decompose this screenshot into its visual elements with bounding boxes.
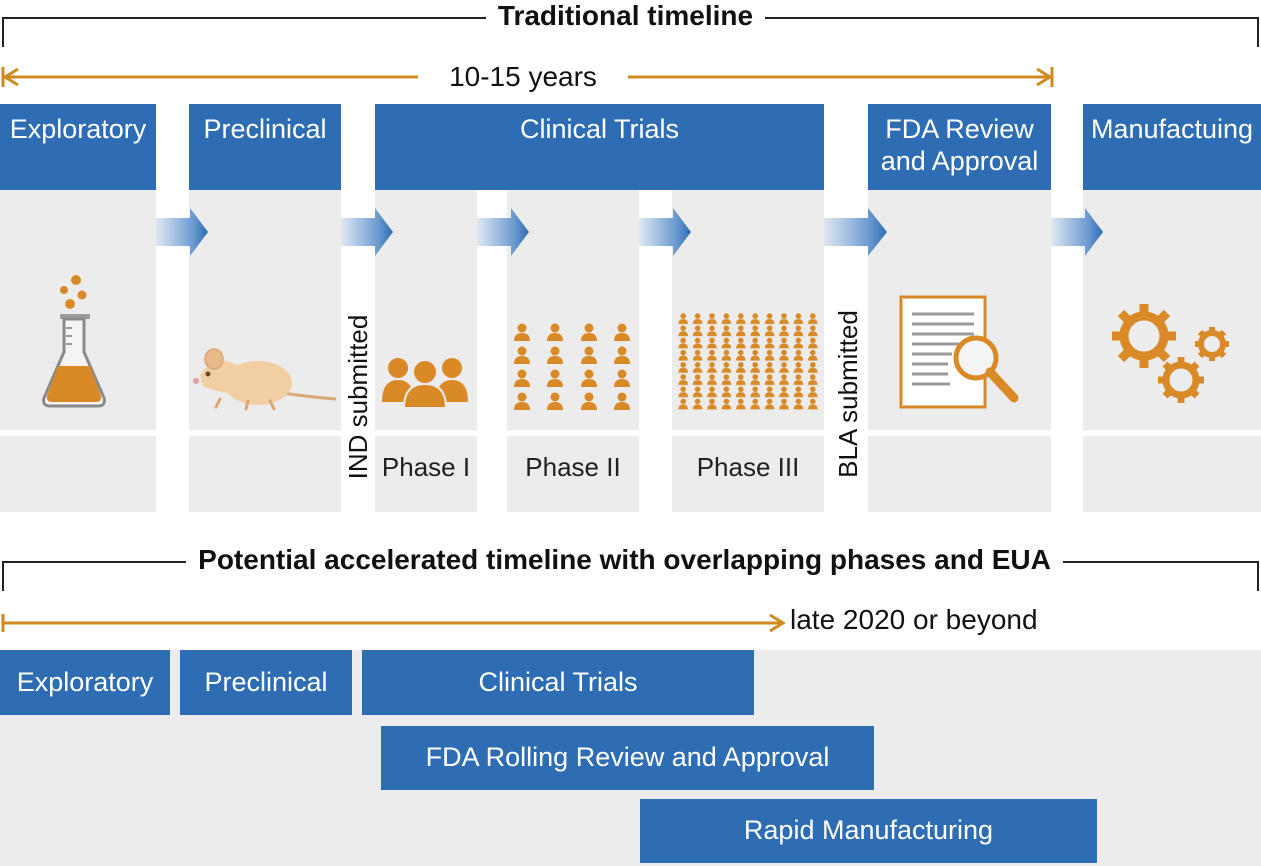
- stage-manufacturing: Manufactuing: [1083, 104, 1261, 190]
- flow-arrow-6: [1051, 208, 1103, 256]
- acc-stage-clinical-trials: Clinical Trials: [362, 650, 754, 715]
- acc-stage-fda-rolling: FDA Rolling Review and Approval: [381, 726, 874, 790]
- stage-preclinical: Preclinical: [189, 104, 341, 190]
- small-group-icon: [382, 358, 468, 409]
- panel-phase-2: [507, 190, 639, 430]
- phase-2-label: Phase II: [525, 451, 621, 482]
- acc-stage-rapid-manufacturing: Rapid Manufacturing: [640, 799, 1097, 863]
- phase-1-label: Phase I: [381, 451, 471, 482]
- flow-arrow-4: [639, 208, 691, 256]
- large-group-icon: [676, 313, 820, 411]
- medium-group-icon: [514, 323, 630, 410]
- accelerated-duration-arrow: [1, 613, 786, 633]
- stage-exploratory: Exploratory: [0, 104, 156, 190]
- flask-icon: [42, 275, 106, 408]
- flow-arrow-2: [341, 208, 393, 256]
- milestone-bla: BLA submitted: [832, 310, 863, 478]
- gears-icon: [1112, 304, 1229, 403]
- flow-arrow-1: [156, 208, 208, 256]
- flow-arrow-5: [824, 208, 887, 256]
- traditional-duration-label: 10-15 years: [449, 61, 597, 92]
- mouse-icon: [193, 348, 337, 411]
- phase-3-label: Phase III: [696, 451, 800, 482]
- document-magnifier-icon: [899, 295, 1019, 409]
- milestone-ind: IND submitted: [342, 314, 373, 480]
- flow-arrow-3: [477, 208, 529, 256]
- accelerated-duration-label: late 2020 or beyond: [790, 604, 1038, 635]
- acc-stage-exploratory: Exploratory: [0, 650, 170, 715]
- acc-stage-preclinical: Preclinical: [180, 650, 352, 715]
- accelerated-title: Potential accelerated timeline with over…: [186, 544, 1063, 576]
- stage-clinical-trials: Clinical Trials: [375, 104, 824, 190]
- traditional-title: Traditional timeline: [485, 0, 766, 32]
- stage-fda-review: FDA Review and Approval: [868, 104, 1051, 190]
